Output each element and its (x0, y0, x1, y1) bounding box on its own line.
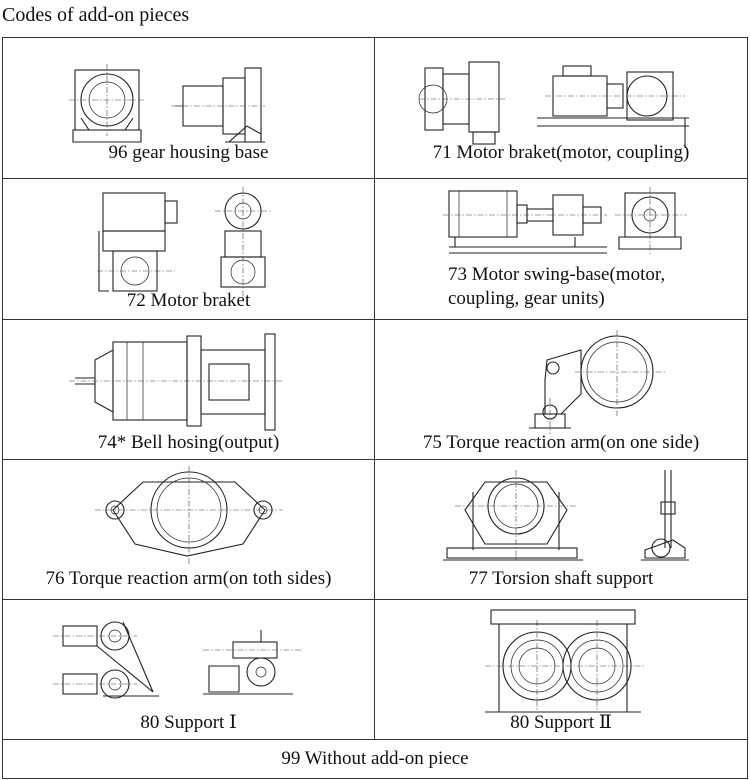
cell-72: 72 Motor braket (2, 178, 375, 320)
table-row: 80 Support Ⅰ 80 Su (2, 599, 748, 740)
cell-73: 73 Motor swing-base(motor, coupling, gea… (374, 178, 748, 320)
support-two-drawing (485, 609, 645, 713)
cell-75: 75 Torque reaction arm(on one side) (374, 319, 748, 460)
table-row: 76 Torque reaction arm(on toth sides) (2, 459, 748, 600)
caption-71: 71 Motor braket(motor, coupling) (432, 142, 690, 163)
page-heading: Codes of add-on pieces (2, 4, 190, 26)
table-row: 72 Motor braket (2, 178, 748, 320)
cell-99: 99 Without add-on piece (2, 739, 748, 779)
table-row: 99 Without add-on piece (2, 739, 748, 779)
caption-80-1: 80 Support Ⅰ (140, 712, 237, 733)
caption-75: 75 Torque reaction arm(on one side) (422, 432, 700, 453)
support-one-drawing (53, 621, 303, 699)
motor-swing-base-drawing (443, 187, 687, 255)
caption-96: 96 gear housing base (108, 142, 269, 163)
cell-96: 96 gear housing base (2, 37, 375, 179)
cell-80-2: 80 Support Ⅱ (374, 599, 748, 740)
caption-72: 72 Motor braket (126, 290, 251, 311)
cell-77: 77 Torsion shaft support (374, 459, 748, 600)
torque-arm-one-side-drawing (529, 330, 665, 434)
caption-73-line1: 73 Motor swing-base(motor, (448, 264, 666, 285)
caption-74: 74* Bell hosing(output) (97, 432, 280, 453)
table-row: 96 gear housing base (2, 37, 748, 179)
table-row: 74* Bell hosing(output) 75 Torque reacti (2, 319, 748, 460)
torque-arm-both-sides-drawing (95, 466, 283, 564)
caption-99: 99 Without add-on piece (281, 748, 469, 769)
addon-codes-table: 96 gear housing base (2, 37, 748, 779)
bell-housing-drawing (69, 333, 283, 431)
gear-housing-base-drawing (69, 64, 265, 143)
cell-71: 71 Motor braket(motor, coupling) (374, 37, 748, 179)
caption-73-line2: coupling, gear units) (448, 288, 605, 309)
cell-76: 76 Torque reaction arm(on toth sides) (2, 459, 375, 600)
caption-76: 76 Torque reaction arm(on toth sides) (45, 568, 332, 589)
caption-77: 77 Torsion shaft support (468, 568, 654, 589)
caption-80-2: 80 Support Ⅱ (510, 712, 612, 733)
torsion-shaft-support-drawing (443, 470, 689, 561)
cell-74: 74* Bell hosing(output) (2, 319, 375, 460)
motor-bracket-drawing (97, 187, 271, 299)
motor-bracket-coupling-drawing (418, 61, 689, 148)
cell-80-1: 80 Support Ⅰ (2, 599, 375, 740)
